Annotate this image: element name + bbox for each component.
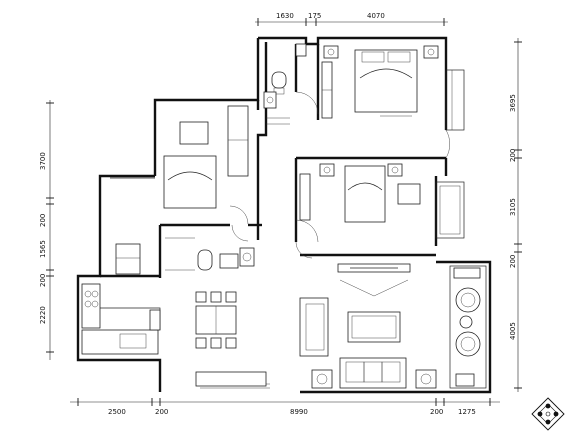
dim-top-3: 4070: [367, 12, 385, 20]
bed-2: [344, 165, 386, 223]
second-bedroom: [295, 163, 421, 243]
dim-bottom-5: 1275: [458, 408, 476, 416]
dimension-right: 3695 200 3105 200 4005: [509, 38, 522, 392]
dim-left-4: 200: [39, 274, 47, 287]
dim-top-2: 175: [308, 12, 321, 20]
armchair-2: [397, 183, 421, 205]
round-chair-1: [455, 287, 481, 313]
toilet-2: [197, 249, 213, 271]
second-bathroom: [165, 237, 255, 271]
kitchen: [81, 243, 161, 355]
toilet-master: [271, 71, 287, 89]
nightstand-right: [423, 45, 439, 59]
nightstand-2a: [319, 163, 335, 177]
dim-left-2: 200: [39, 214, 47, 227]
master-bathroom: [263, 43, 307, 125]
dim-right-4: 200: [509, 255, 517, 268]
round-table: [459, 315, 473, 329]
dimension-bottom: 2500 200 8990 200 1275: [70, 398, 500, 416]
side-sofa: [299, 297, 329, 357]
dim-bottom-2: 200: [155, 408, 168, 416]
washer: [239, 247, 255, 267]
fridge: [115, 243, 141, 275]
dim-bottom-4: 200: [430, 408, 443, 416]
main-sofa: [339, 357, 407, 389]
counter-stove: [81, 283, 101, 329]
door-swings: [231, 91, 450, 259]
dim-left-1: 3700: [39, 152, 47, 170]
side-table-left: [311, 369, 333, 389]
dim-bottom-1: 2500: [108, 408, 126, 416]
shower-head: [295, 43, 307, 57]
dim-left-3: 1565: [39, 240, 47, 258]
dim-right-3: 3105: [509, 198, 517, 216]
nightstand-2b: [387, 163, 403, 177]
door-swing-2: [295, 219, 319, 243]
master-bedroom: [321, 45, 439, 119]
compass-rose-icon: [531, 397, 565, 431]
coffee-table: [347, 311, 401, 343]
dim-right-1: 3695: [509, 94, 517, 112]
wardrobe-2: [299, 173, 311, 221]
dimension-left: 3700 200 1565 200 2220: [39, 100, 54, 360]
sink-2: [219, 253, 239, 269]
side-table-right: [415, 369, 437, 389]
interior-walls: [100, 42, 446, 278]
dim-bottom-3: 8990: [290, 408, 308, 416]
dimension-top: 1630 175 4070: [255, 12, 448, 26]
desk-chair: [179, 121, 209, 145]
dim-right-5: 4005: [509, 322, 517, 340]
dining-area: [195, 291, 237, 349]
balcony: [449, 265, 487, 389]
sideboard: [195, 371, 267, 387]
dim-right-2: 200: [509, 149, 517, 162]
double-bed: [354, 49, 418, 113]
windows: [200, 69, 465, 389]
wardrobe-3: [227, 105, 249, 177]
dim-left-5: 2220: [39, 306, 47, 324]
sink-master: [263, 91, 277, 109]
bed-3: [163, 155, 217, 209]
living-room: [195, 263, 437, 389]
nightstand-left: [323, 45, 339, 59]
dim-top-1: 1630: [276, 12, 294, 20]
third-bedroom: [163, 105, 249, 225]
round-chair-2: [455, 331, 481, 357]
